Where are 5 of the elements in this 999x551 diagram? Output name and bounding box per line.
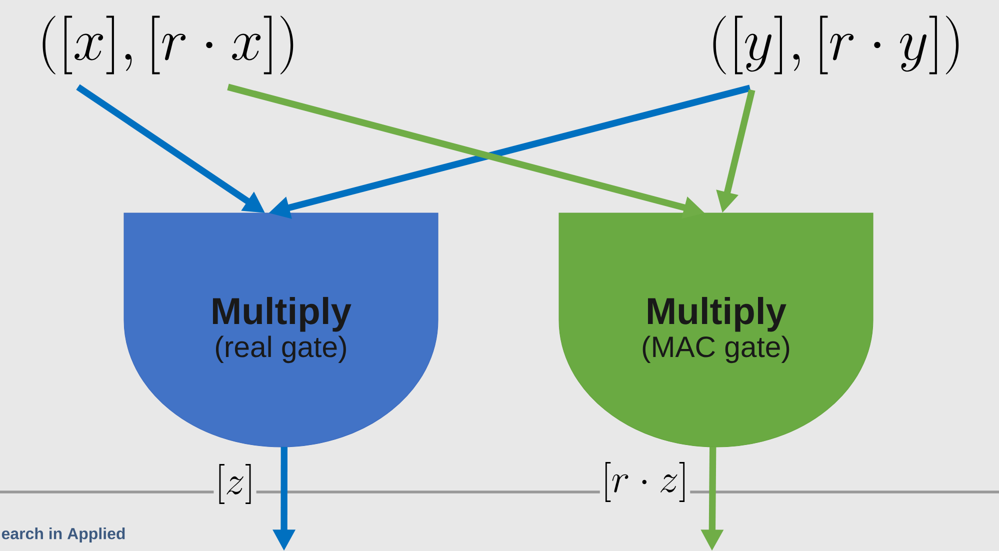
edge-label: $[z]$ xyxy=(214,462,256,506)
formula-text: $([y],[r\cdot y])$ xyxy=(713,16,959,74)
footer-text: earch in Applied xyxy=(2,528,125,542)
formula-text: $([x],[r\cdot x])$ xyxy=(42,16,294,74)
edge-label: $[r\cdot z]$ xyxy=(600,460,690,504)
